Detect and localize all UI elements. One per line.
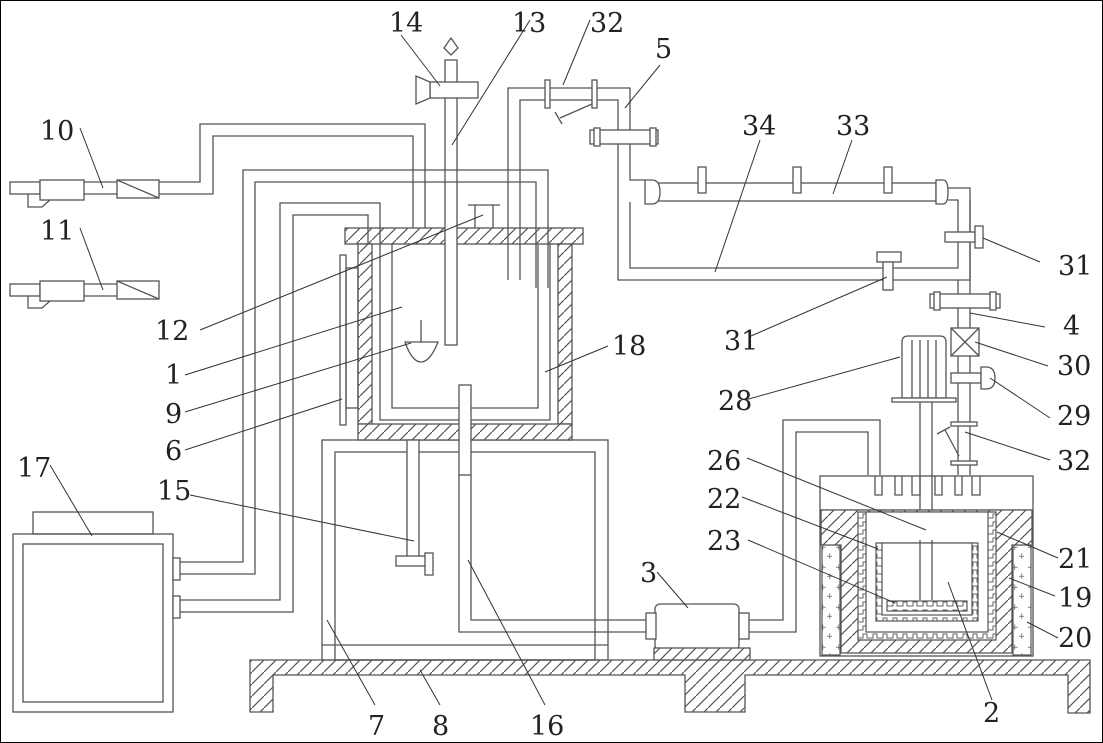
- base-frame: [249, 659, 1091, 714]
- label-31-right: 31: [1058, 251, 1092, 282]
- label-15: 15: [157, 476, 191, 507]
- label-18: 18: [612, 331, 646, 362]
- vertical-feed-pipe: [929, 280, 1001, 475]
- label-16: 16: [530, 711, 564, 742]
- leader-lines: [49, 19, 1059, 706]
- label-17: 17: [17, 453, 51, 484]
- label-9: 9: [165, 399, 182, 430]
- label-32-right: 32: [1057, 446, 1091, 477]
- label-1: 1: [165, 360, 182, 391]
- label-33: 33: [836, 111, 870, 142]
- label-4: 4: [1063, 311, 1080, 342]
- reactor-vessel: [339, 204, 584, 476]
- label-19: 19: [1058, 583, 1092, 614]
- agitator-shaft: [404, 36, 479, 363]
- label-31-lower: 31: [724, 326, 758, 357]
- label-32-top: 32: [590, 8, 624, 39]
- pump: [645, 419, 881, 661]
- return-pipe: [507, 79, 971, 281]
- label-6: 6: [165, 436, 182, 467]
- control-box: [12, 169, 549, 713]
- label-7: 7: [368, 711, 385, 742]
- part-labels: 10 11 14 13 32 5 34 33 31 31 4 30 29 32 …: [17, 8, 1092, 742]
- label-10: 10: [40, 116, 74, 147]
- label-26: 26: [707, 446, 741, 477]
- label-2: 2: [983, 698, 1000, 729]
- label-5: 5: [655, 34, 672, 65]
- label-13: 13: [512, 8, 546, 39]
- label-34: 34: [742, 111, 776, 142]
- label-23: 23: [707, 526, 741, 557]
- label-30: 30: [1057, 351, 1091, 382]
- label-29: 29: [1057, 401, 1091, 432]
- heating-furnace: [819, 475, 1034, 657]
- inlet-lines: [9, 123, 426, 309]
- label-8: 8: [432, 711, 449, 742]
- drain-valve: [395, 439, 434, 576]
- transfer-pipe: [458, 475, 655, 633]
- label-12: 12: [155, 316, 189, 347]
- label-28: 28: [718, 386, 752, 417]
- label-3: 3: [640, 558, 657, 589]
- label-14: 14: [389, 8, 423, 39]
- label-21: 21: [1058, 544, 1092, 575]
- label-22: 22: [707, 484, 741, 515]
- label-20: 20: [1058, 623, 1092, 654]
- condenser: [629, 166, 984, 291]
- label-11: 11: [40, 216, 74, 247]
